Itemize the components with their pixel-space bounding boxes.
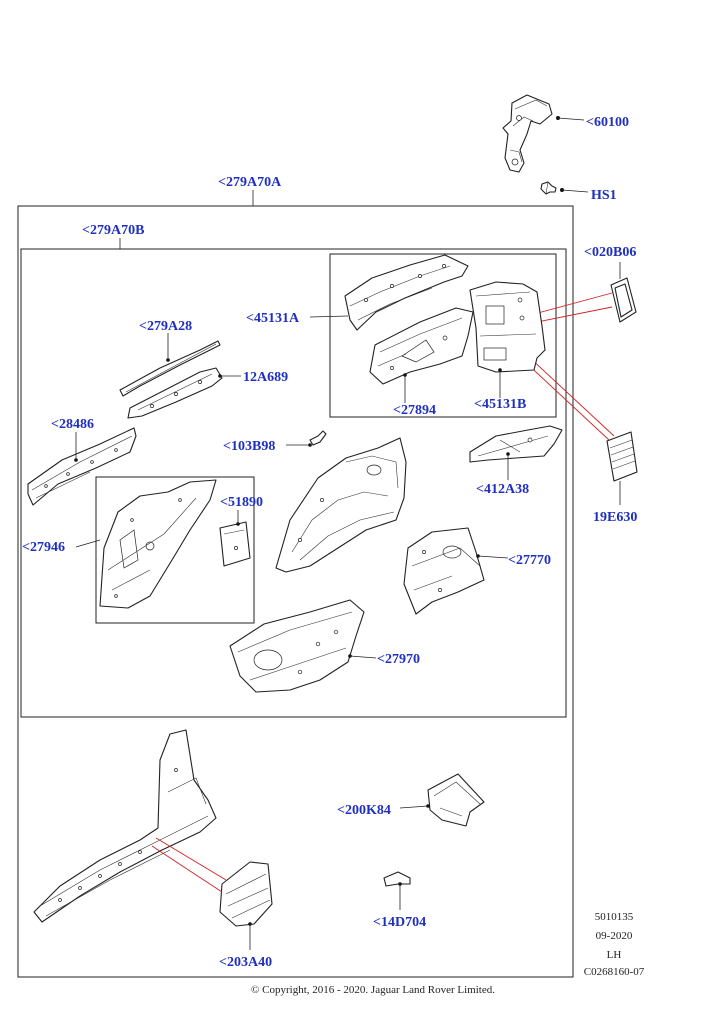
copyright-notice: © Copyright, 2016 - 2020. Jaguar Land Ro… xyxy=(251,984,495,996)
part-51890-plate xyxy=(219,510,251,567)
part-103B98-clip xyxy=(286,430,327,447)
part-27770-panel xyxy=(403,527,509,615)
red-leader-5 xyxy=(155,837,227,881)
part-28486-rail xyxy=(27,427,137,506)
part-12A689-bracket xyxy=(127,367,241,419)
group-frame-45131 xyxy=(329,253,557,418)
drawing-code: 5010135 xyxy=(595,911,634,923)
part-27970-panel xyxy=(229,599,377,693)
part-412A38-bracket xyxy=(469,425,563,480)
part-279A28-strip xyxy=(119,333,221,397)
label-19E630: 19E630 xyxy=(593,510,637,525)
part-45131B-panel xyxy=(469,281,546,398)
red-leader-6 xyxy=(151,845,223,893)
label-51890: <51890 xyxy=(220,495,263,510)
part-203A40-sill xyxy=(33,729,273,950)
label-45131A: <45131A xyxy=(246,311,300,326)
label-45131B: <45131B xyxy=(474,397,526,412)
label-279A70B: <279A70B xyxy=(82,223,144,238)
label-103B98: <103B98 xyxy=(223,439,275,454)
label-279A28: <279A28 xyxy=(139,319,192,334)
part-19E630-vent xyxy=(606,431,638,505)
drawing-reference: C0268160-07 xyxy=(584,966,645,978)
assembly-frame-279A70B xyxy=(20,248,567,718)
label-12A689: 12A689 xyxy=(243,370,288,385)
label-203A40: <203A40 xyxy=(219,955,272,970)
group-frame-27946 xyxy=(95,476,255,624)
label-412A38: <412A38 xyxy=(476,482,529,497)
drawing-date: 09-2020 xyxy=(596,930,633,942)
part-45131A-panel xyxy=(309,254,469,331)
label-60100: <60100 xyxy=(586,115,629,130)
label-27946: <27946 xyxy=(22,540,65,555)
drawing-side: LH xyxy=(607,949,622,961)
label-200K84: <200K84 xyxy=(337,803,391,818)
part-60100-bracket xyxy=(502,94,585,173)
label-27894: <27894 xyxy=(393,403,436,418)
label-HS1: HS1 xyxy=(591,188,617,203)
assembly-frame-279A70A xyxy=(17,205,574,978)
label-279A70A: <279A70A xyxy=(218,175,282,190)
part-wheelhouse-inner xyxy=(275,437,407,573)
part-HS1-bolt xyxy=(540,181,589,195)
label-14D704: <14D704 xyxy=(373,915,426,930)
part-020B06-seal xyxy=(610,262,637,323)
part-27946-panel xyxy=(75,479,217,609)
part-200K84-bracket xyxy=(399,773,485,827)
label-27770: <27770 xyxy=(508,553,551,568)
label-27970: <27970 xyxy=(377,652,420,667)
part-27894-panel xyxy=(369,307,474,403)
part-14D704-clip xyxy=(383,871,411,910)
label-020B06: <020B06 xyxy=(584,245,636,260)
label-28486: <28486 xyxy=(51,417,94,432)
